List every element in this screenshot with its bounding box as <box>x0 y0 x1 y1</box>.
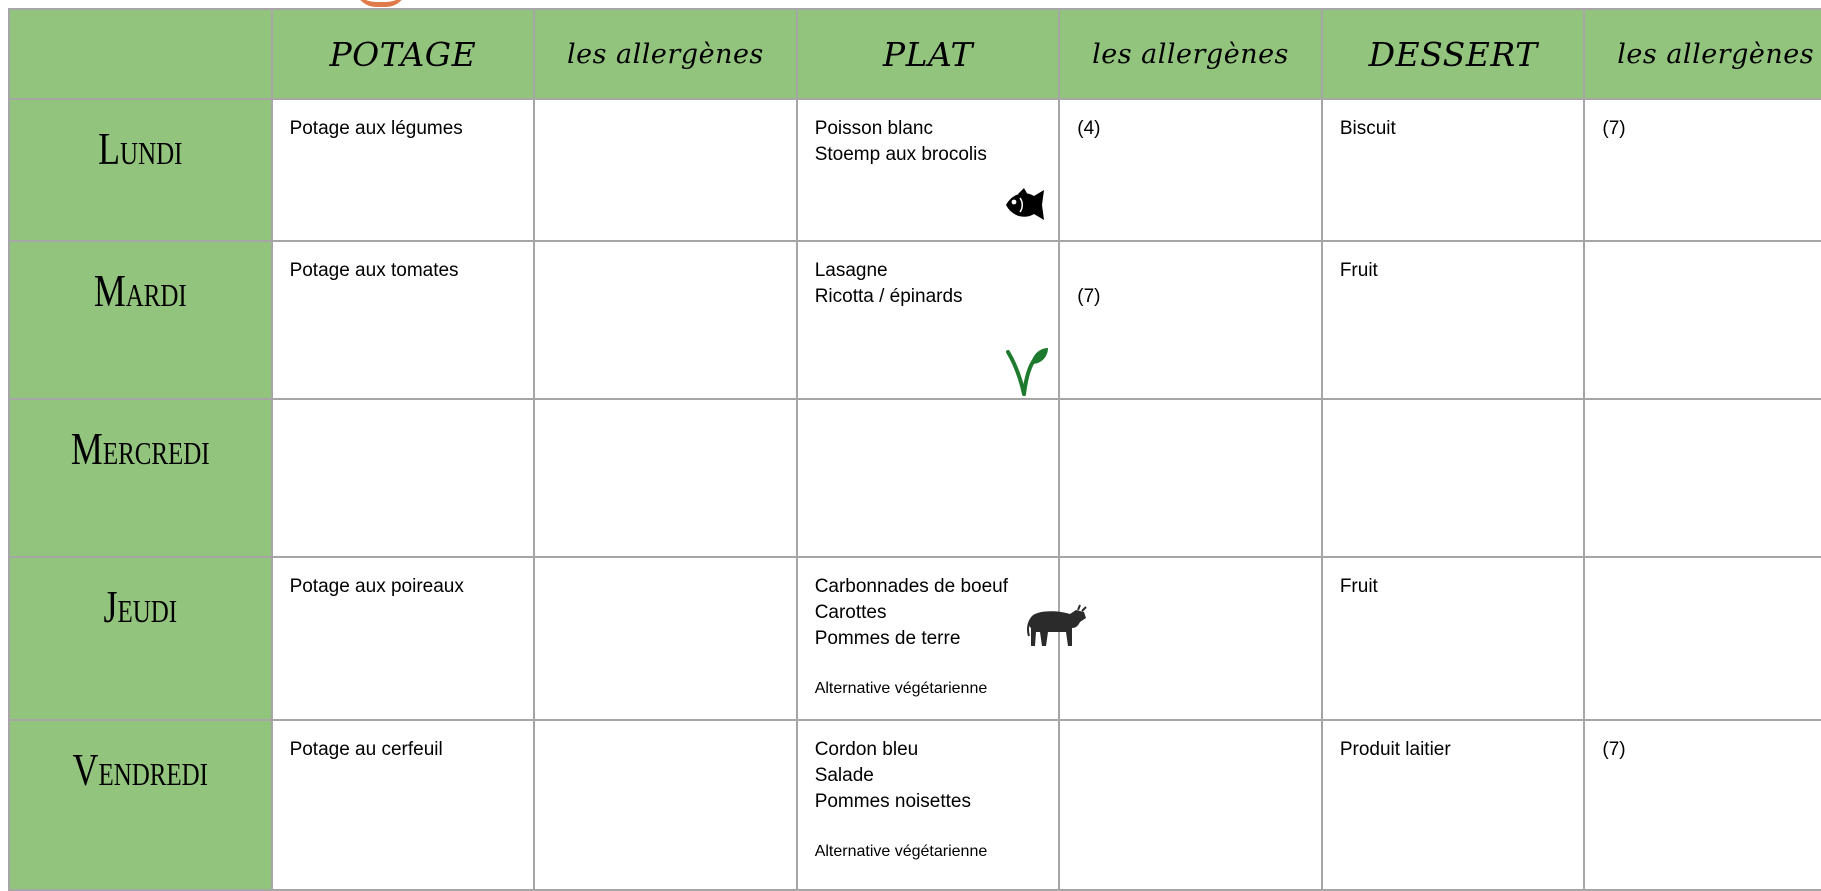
vegetarian-alternative-note: Alternative végétarienne <box>814 680 988 697</box>
dessert-text: Biscuit <box>1339 118 1396 139</box>
plat-cell: Cordon bleu Salade Pommes noisettes Alte… <box>795 719 1061 891</box>
plat-allergens-cell <box>1058 719 1323 891</box>
potage-allergens-cell <box>533 556 798 721</box>
corner-cell <box>8 8 273 100</box>
potage-text: Potage au cerfeuil <box>289 739 443 760</box>
dessert-allergens-text <box>1585 558 1821 574</box>
header-dessert: DESSERT <box>1320 8 1586 100</box>
plat-allergens-cell <box>1058 556 1323 721</box>
plat-allergens-text <box>1060 400 1321 416</box>
potage-cell: Potage aux poireaux <box>270 556 536 721</box>
dessert-allergens-cell <box>1583 556 1821 721</box>
plat-allergens-cell: (4) <box>1058 98 1323 242</box>
dessert-allergens-cell: (7) <box>1583 98 1821 242</box>
dessert-text <box>1323 400 1584 416</box>
header-allergens-potage: les allergènes <box>533 8 798 100</box>
plat-text: Poisson blanc Stoemp aux brocolis <box>814 118 987 165</box>
table-row: Jeudi Potage aux poireaux Carbonnades de… <box>8 556 1821 721</box>
header-allergens-dessert: les allergènes <box>1583 8 1821 100</box>
potage-text: Potage aux légumes <box>289 118 463 139</box>
potage-allergens-cell <box>533 98 798 242</box>
dessert-text: Fruit <box>1339 576 1378 597</box>
potage-allergens-text <box>535 242 796 258</box>
dessert-cell: Fruit <box>1320 240 1586 400</box>
table-row: Lundi Potage aux légumes Poisson blanc S… <box>8 98 1821 242</box>
dessert-allergens-cell <box>1583 240 1821 400</box>
dessert-cell: Biscuit <box>1320 98 1586 242</box>
plat-allergens-text <box>1060 721 1321 737</box>
header-row: POTAGE les allergènes PLAT les allergène… <box>8 8 1821 100</box>
vegetarian-alternative-note: Alternative végétarienne <box>814 843 988 860</box>
day-cell-mercredi: Mercredi <box>8 398 273 558</box>
dessert-allergens-text: (7) <box>1602 739 1626 760</box>
dessert-allergens-cell: (7) <box>1583 719 1821 891</box>
header-allergens-plat: les allergènes <box>1058 8 1323 100</box>
plat-text: Carbonnades de boeuf Carottes Pommes de … <box>814 576 1009 649</box>
plat-cell: Poisson blanc Stoemp aux brocolis <box>795 98 1061 242</box>
dessert-cell <box>1320 398 1586 558</box>
day-cell-lundi: Lundi <box>8 98 273 242</box>
day-cell-mardi: Mardi <box>8 240 273 400</box>
day-cell-vendredi: Vendredi <box>8 719 273 891</box>
plat-cell <box>795 398 1061 558</box>
plat-cell: Carbonnades de boeuf Carottes Pommes de … <box>795 556 1087 721</box>
table-row: Vendredi Potage au cerfeuil Cordon bleu … <box>8 719 1821 891</box>
potage-allergens-text <box>535 400 796 416</box>
header-plat: PLAT <box>795 8 1061 100</box>
potage-cell: Potage aux légumes <box>270 98 536 242</box>
plat-text: Cordon bleu Salade Pommes noisettes <box>814 739 971 812</box>
day-label: Vendredi <box>72 744 209 795</box>
dessert-allergens-text: (7) <box>1602 118 1626 139</box>
dessert-allergens-text <box>1585 242 1821 258</box>
potage-allergens-cell <box>533 719 798 891</box>
cow-icon <box>1026 604 1087 646</box>
decorative-arc <box>355 0 407 7</box>
plat-cell: Lasagne Ricotta / épinards <box>795 240 1061 400</box>
plat-text: Lasagne Ricotta / épinards <box>814 260 963 307</box>
day-label: Jeudi <box>103 581 178 632</box>
plat-allergens-text: (7) <box>1077 286 1101 307</box>
potage-text: Potage aux poireaux <box>289 576 464 597</box>
plat-allergens-text <box>1060 558 1321 574</box>
day-cell-jeudi: Jeudi <box>8 556 273 721</box>
plat-allergens-cell <box>1058 398 1323 558</box>
plat-allergens-cell: (7) <box>1058 240 1323 400</box>
potage-cell: Potage au cerfeuil <box>270 719 536 891</box>
potage-cell: Potage aux tomates <box>270 240 536 400</box>
dessert-cell: Produit laitier <box>1320 719 1586 891</box>
day-label: Mercredi <box>70 423 210 474</box>
plat-allergens-text: (4) <box>1077 118 1101 139</box>
weekly-menu-table: POTAGE les allergènes PLAT les allergène… <box>8 8 1821 891</box>
dessert-cell: Fruit <box>1320 556 1586 721</box>
potage-allergens-cell <box>533 240 798 400</box>
potage-allergens-cell <box>533 398 798 558</box>
dessert-allergens-text <box>1585 400 1821 416</box>
potage-allergens-text <box>535 558 796 574</box>
potage-allergens-text <box>535 721 796 737</box>
dessert-text: Produit laitier <box>1339 739 1451 760</box>
dessert-text: Fruit <box>1339 260 1378 281</box>
table-row: Mercredi <box>8 398 1821 558</box>
potage-cell <box>270 398 536 558</box>
fish-icon <box>1005 188 1044 220</box>
dessert-allergens-cell <box>1583 398 1821 558</box>
day-label: Lundi <box>98 123 183 174</box>
table-row: Mardi Potage aux tomates Lasagne Ricotta… <box>8 240 1821 400</box>
potage-text: Potage aux tomates <box>289 260 459 281</box>
day-label: Mardi <box>93 265 187 316</box>
plat-text <box>798 400 1059 416</box>
potage-allergens-text <box>535 100 796 116</box>
potage-text <box>273 400 534 416</box>
header-potage: POTAGE <box>270 8 536 100</box>
vegetarian-leaf-icon <box>1005 348 1048 396</box>
